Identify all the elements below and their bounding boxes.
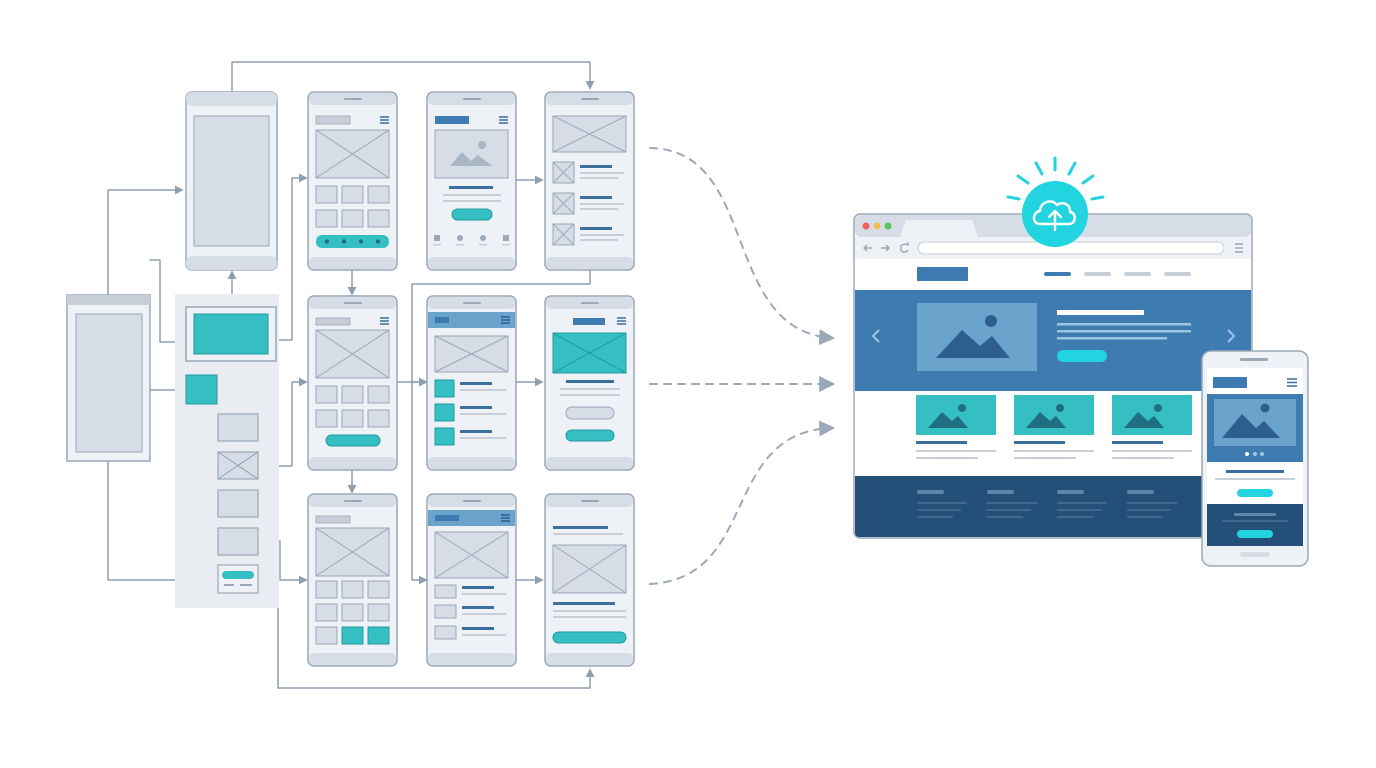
arrow-left-icon [863, 244, 872, 252]
connector-top-loop [231, 61, 595, 93]
hamburger-menu-icon [617, 317, 626, 325]
component-item-2-image-placeholder-icon [217, 451, 259, 480]
screen-3-detail [433, 116, 510, 246]
mobile-device [1201, 350, 1309, 567]
root-page-frame [66, 294, 151, 462]
mobile-cta-button [1237, 489, 1273, 497]
connector-s7-to-s11 [411, 381, 428, 585]
chevron-left-icon [871, 329, 880, 343]
hamburger-menu-icon [1235, 243, 1243, 253]
hamburger-menu-icon [1287, 378, 1297, 387]
hero-cta-button [1057, 350, 1107, 362]
carousel-dots [1245, 452, 1264, 456]
hero-section [855, 290, 1251, 391]
address-bar [917, 241, 1225, 255]
hamburger-menu-icon [501, 316, 510, 324]
card-1 [916, 395, 996, 459]
browser-window [853, 213, 1253, 539]
bottom-nav-bar [316, 235, 389, 248]
screen-4-list [552, 115, 627, 246]
screen-12-article [552, 526, 627, 644]
component-item-1 [217, 413, 259, 442]
component-item-4 [217, 527, 259, 556]
site-nav-item [1164, 272, 1191, 276]
dashed-curve-top [649, 147, 836, 346]
window-minimize-dot [873, 222, 881, 230]
image-placeholder-icon [1214, 399, 1296, 446]
browser-tab [900, 220, 978, 237]
screen-11-list [428, 510, 515, 640]
window-close-dot [862, 222, 870, 230]
phone-speakers [344, 98, 599, 502]
hamburger-menu-icon [501, 514, 510, 522]
image-placeholder-icon [917, 303, 1037, 371]
site-nav-item [1084, 272, 1111, 276]
mobile-logo [1213, 377, 1247, 388]
component-item-5-button-block [217, 564, 259, 594]
screen-10-grid-selected [315, 515, 390, 645]
window-zoom-dot [884, 222, 892, 230]
image-placeholder-icon [434, 129, 509, 179]
site-logo [917, 267, 968, 281]
site-footer [855, 476, 1251, 537]
site-nav-active [1044, 272, 1071, 276]
connector-bottom-loop [277, 540, 595, 689]
publish-transition-curves [649, 147, 836, 585]
screen-7-list-teal [428, 312, 515, 446]
arrow-right-icon [881, 244, 890, 252]
teal-component-block [185, 374, 218, 405]
card-row [916, 395, 1192, 459]
dashed-curve-bottom [649, 420, 836, 585]
card-3 [1112, 395, 1192, 459]
hamburger-menu-icon [380, 317, 389, 325]
chevron-right-icon [1227, 329, 1236, 343]
reload-icon [899, 242, 909, 253]
component-group-panel [175, 294, 279, 608]
mobile-footer [1207, 504, 1303, 546]
component-item-3 [217, 489, 259, 518]
hamburger-menu-icon [380, 116, 389, 124]
screen-2-grid-home [315, 115, 390, 248]
site-nav-item [1124, 272, 1151, 276]
screen-6-grid-category [315, 317, 390, 447]
hamburger-menu-icon [499, 116, 508, 124]
screen-8-form [552, 317, 627, 442]
connector-banner-to-s2 [277, 173, 308, 341]
card-2 [1014, 395, 1094, 459]
connector-root-to-teal-block [149, 259, 184, 347]
mobile-footer-button [1237, 530, 1273, 538]
screen-1-blank-tablet [185, 91, 278, 271]
cloud-upload-icon [1006, 156, 1105, 247]
